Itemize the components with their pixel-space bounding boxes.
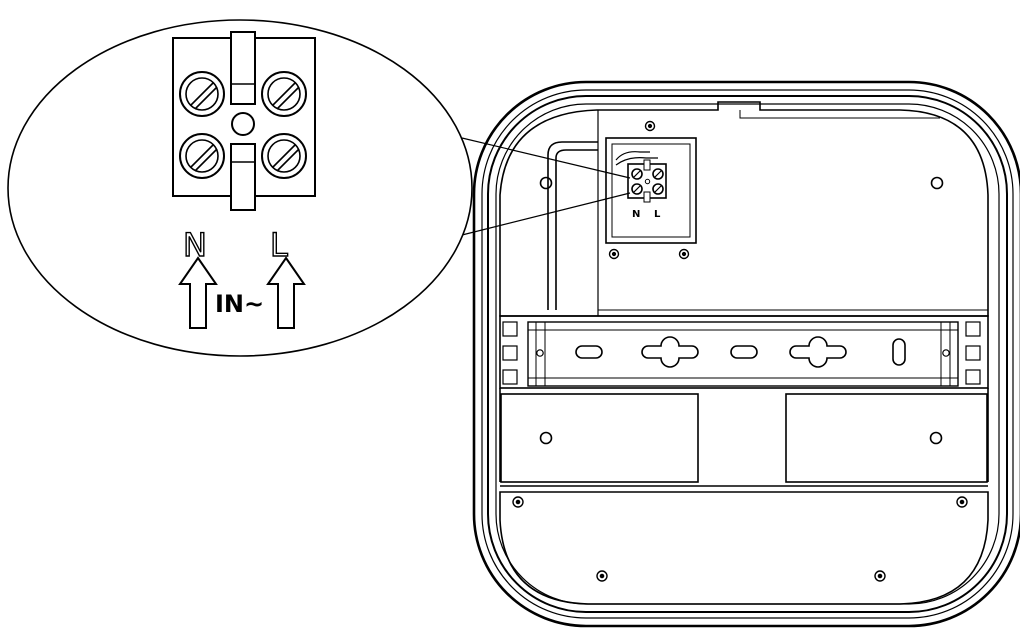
bracket-slot-3 — [892, 338, 906, 366]
terminal-screw-2 — [652, 168, 664, 180]
mounting-bracket — [499, 315, 989, 389]
bottom-cover — [499, 491, 989, 605]
terminal-box-frame — [605, 137, 697, 244]
bracket-tab-right-1 — [965, 321, 981, 337]
terminal-box-screw-top-center — [647, 123, 653, 129]
bracket-tab-left-1 — [502, 321, 518, 337]
leader-line-top — [461, 137, 631, 179]
bracket-tab-right-3 — [965, 369, 981, 385]
bracket-keyhole-1 — [641, 336, 699, 368]
mounting-hole-bottom-left — [539, 431, 553, 445]
callout-label-l: L — [270, 226, 288, 264]
arrow-up-n-icon — [178, 256, 218, 329]
housing-inner-rim — [495, 103, 1000, 605]
terminal-box-screw-right — [678, 248, 690, 260]
arrow-up-l-icon — [266, 256, 306, 329]
callout-screw-top-right — [261, 71, 307, 117]
terminal-screw-3 — [631, 183, 643, 195]
bracket-slot-2 — [730, 345, 758, 359]
bracket-rail — [527, 321, 959, 387]
terminal-block-tab-bottom — [643, 191, 651, 203]
bracket-tab-right-2 — [965, 345, 981, 361]
back-plate-outline — [499, 101, 989, 317]
terminal-box-screw-top — [644, 120, 656, 132]
housing-rim-line-2 — [481, 89, 1014, 619]
callout-tab-bottom — [230, 143, 256, 211]
callout-leaders — [457, 137, 631, 237]
leader-line-bottom — [457, 192, 631, 237]
callout-screw-bottom-right — [261, 133, 307, 179]
lower-section — [499, 388, 989, 605]
terminal-label-l: L — [654, 209, 661, 220]
bracket-keyhole-2 — [789, 336, 847, 368]
terminal-box-screw-right-center — [681, 251, 687, 257]
housing-rim-line-3 — [487, 95, 1008, 613]
terminal-box-screw-left — [608, 248, 620, 260]
callout-screw-top-left — [179, 71, 225, 117]
callout-center-hole — [231, 112, 255, 136]
callout-label-n: N — [183, 226, 207, 264]
mounting-hole-bottom-right — [929, 431, 943, 445]
cable-channel-outer — [547, 141, 598, 310]
terminal-screw-1 — [631, 168, 643, 180]
bracket-slot-1 — [575, 345, 603, 359]
housing-outer-rim — [472, 80, 1020, 628]
mounting-hole-top-right — [930, 176, 944, 190]
back-plate — [499, 101, 989, 317]
callout-tab-top — [230, 31, 256, 105]
cable-channel-inner — [555, 149, 598, 310]
wire-2 — [615, 157, 658, 166]
terminal-screw-4 — [652, 183, 664, 195]
bracket-tab-left-2 — [502, 345, 518, 361]
compartment-left — [500, 393, 699, 483]
bracket-band — [499, 315, 989, 389]
device-housing — [472, 80, 1020, 628]
terminal-box-screw-left-center — [611, 251, 617, 257]
cable-channel — [547, 141, 598, 310]
mounting-hole-top-left — [539, 176, 553, 190]
bracket-tab-left-3 — [502, 369, 518, 385]
terminal-box — [605, 120, 697, 260]
callout-terminal-block — [172, 31, 316, 211]
callout-screw-bottom-left — [179, 133, 225, 179]
callout-label-input: IN~ — [215, 290, 264, 318]
terminal-box-inner — [611, 143, 691, 238]
back-plate-notch — [739, 110, 940, 119]
compartment-right — [785, 393, 988, 483]
terminal-label-n: N — [632, 209, 640, 220]
wire-1 — [615, 151, 650, 161]
terminal-block-tab-top — [643, 159, 651, 171]
